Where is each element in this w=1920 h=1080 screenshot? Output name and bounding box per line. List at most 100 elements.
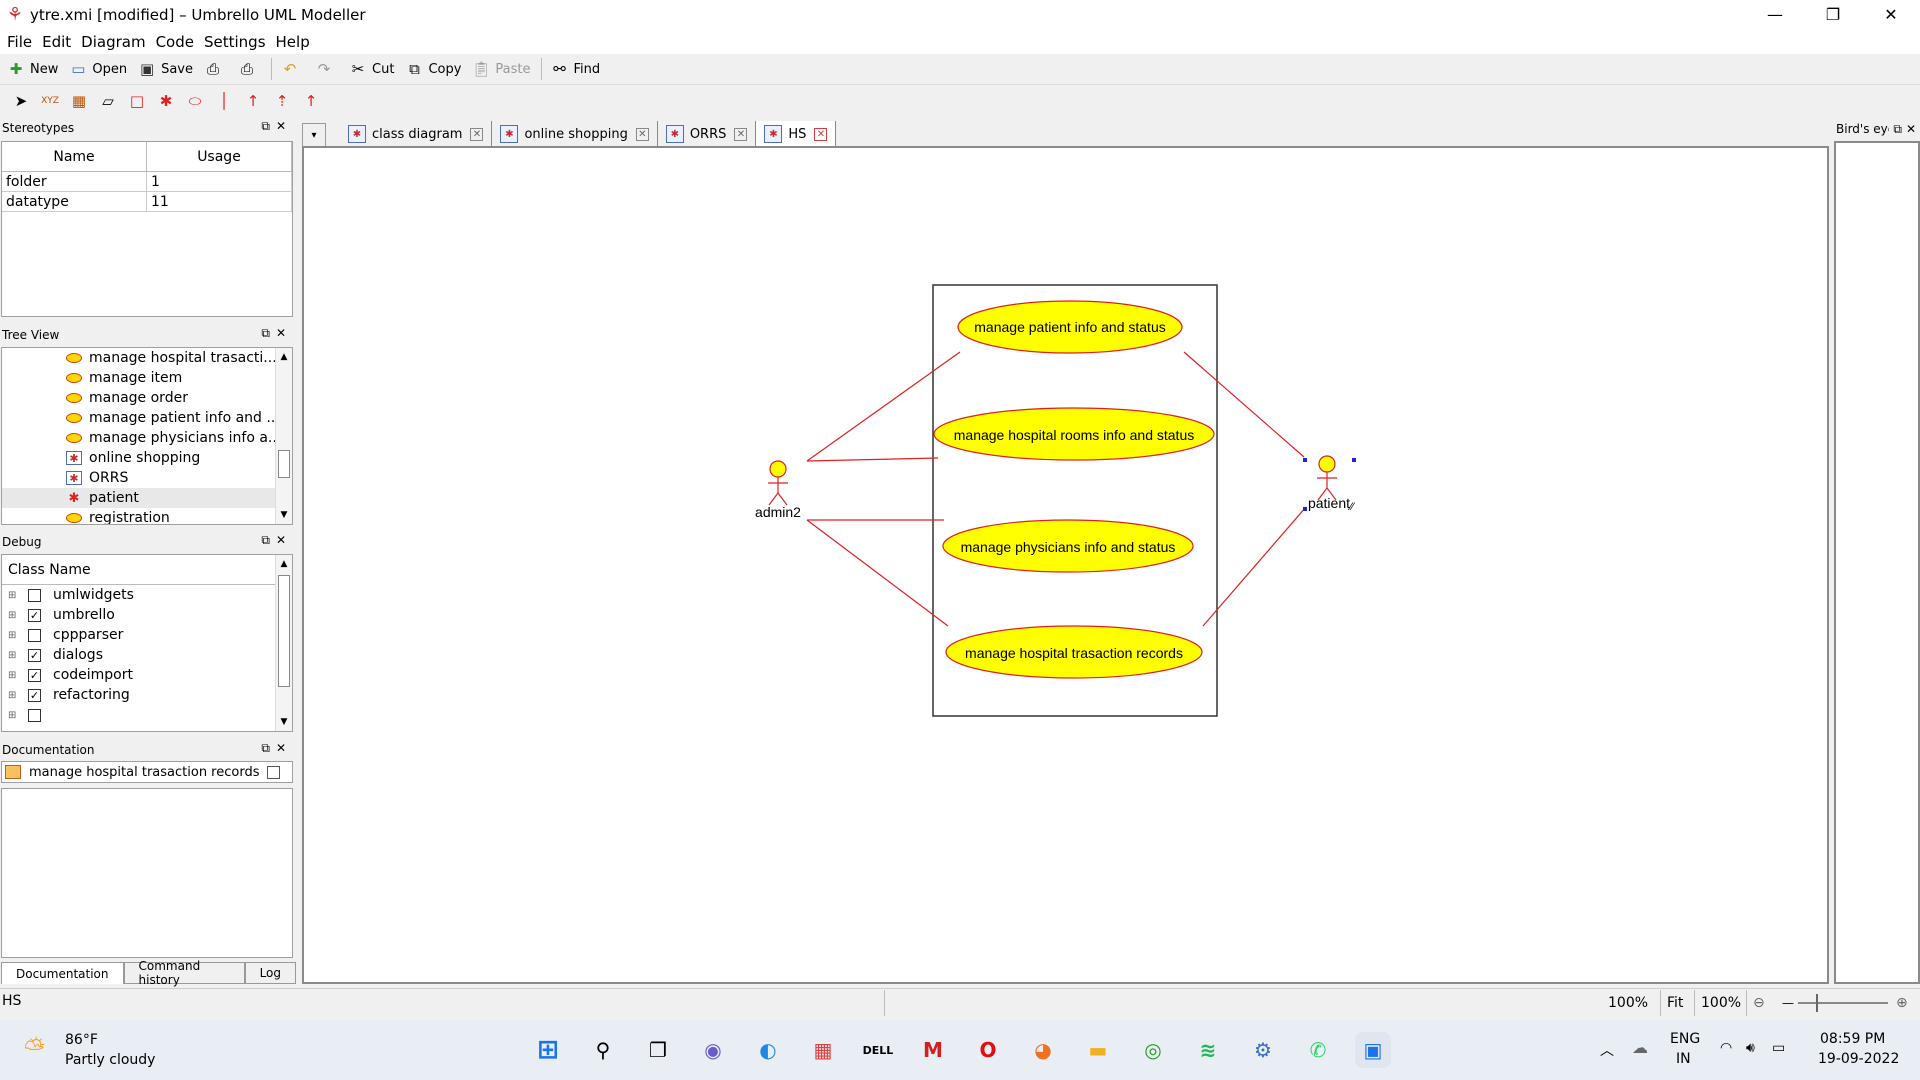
scroll-thumb[interactable] [278,450,290,478]
association-line[interactable] [1183,351,1305,458]
copy-button[interactable]: ⧉Copy [404,59,461,79]
open-button[interactable]: ▭Open [68,59,127,79]
tree-item[interactable]: manage physicians info a... [2,428,292,448]
zoom-out-icon[interactable]: ⊖ [1746,990,1780,1016]
checkbox[interactable] [28,588,41,602]
settings-gear-icon[interactable]: ⚙ [1254,1038,1272,1062]
close-tab-icon[interactable]: ✕ [470,127,484,141]
actor-admin2[interactable]: admin2 [755,460,801,520]
usecase-manage-physicians-info[interactable]: manage physicians info and status [942,519,1194,573]
language-code[interactable]: ENG [1670,1031,1701,1047]
tab-class-diagram[interactable]: ✱class diagram✕ [340,121,493,147]
checkbox[interactable]: ✓ [28,608,41,622]
file-explorer-icon[interactable]: ▬ [1088,1038,1108,1062]
tab-hs[interactable]: ✱HS✕ [756,121,837,147]
battery-icon[interactable]: ▭ [1772,1040,1786,1056]
close-window-button[interactable]: ✕ [1884,5,1898,24]
note-icon[interactable]: ▱ [102,92,114,110]
system-boundary[interactable] [932,284,1218,717]
undo-button[interactable]: ↶ [280,59,304,79]
panel-float-close-icons[interactable]: ⧉✕ [261,741,292,755]
panel-float-close-icons[interactable]: ⧉✕ [1893,121,1920,136]
list-item[interactable]: ⊞umlwidgets [8,587,134,603]
close-tab-icon[interactable]: ✕ [734,127,748,141]
microsoft-store-icon[interactable]: ▦ [813,1038,833,1062]
association-line[interactable] [806,519,949,627]
selection-handle[interactable] [1352,458,1356,462]
association-line[interactable] [1202,506,1307,627]
tree-item[interactable]: ✱online shopping [2,448,292,468]
new-tab-icon[interactable]: ▾ [302,123,326,147]
tab-log[interactable]: Log [244,962,296,984]
weather-temp[interactable]: 86°F [65,1032,98,1048]
select-arrow-icon[interactable]: ➤ [14,92,28,110]
tree-item[interactable]: registration [2,508,292,524]
actor-tool-icon[interactable]: ✱ [159,92,173,110]
clock-time[interactable]: 08:59 PM [1820,1031,1886,1047]
column-header-class-name[interactable]: Class Name [2,555,292,585]
volume-icon[interactable]: 🔊︎ [1746,1040,1755,1056]
selection-handle[interactable] [1303,507,1307,511]
generalization-tool-icon[interactable]: ↑ [246,92,260,110]
checkbox[interactable]: ✓ [28,648,41,662]
scroll-down-icon[interactable]: ▼ [280,717,288,727]
close-tab-icon[interactable]: ✕ [814,127,828,141]
umbrello-taskbar-icon[interactable]: ▣ [1355,1032,1391,1068]
association-line[interactable] [806,457,939,462]
whatsapp-icon[interactable]: ✆ [1309,1038,1327,1062]
new-button[interactable]: ✚New [6,59,59,79]
find-button[interactable]: ⚯Find [550,59,600,79]
scroll-up-icon[interactable]: ▲ [280,352,288,362]
weather-desc[interactable]: Partly cloudy [65,1052,156,1068]
usecase-manage-hospital-transaction[interactable]: manage hospital trasaction records [945,625,1203,679]
dell-icon[interactable]: DELL [862,1043,894,1057]
usecase-tool-icon[interactable]: ⬭ [188,92,202,110]
edge-browser-icon[interactable]: ◐ [759,1038,777,1062]
firefox-icon[interactable]: ◕ [1034,1038,1052,1062]
box-icon[interactable]: ▦ [71,92,87,110]
windows-start-icon[interactable]: ⊞ [537,1035,559,1065]
checkbox[interactable]: ✓ [28,688,41,702]
paste-button[interactable]: 📋︎Paste [471,59,531,79]
tree-item[interactable]: manage patient info and ... [2,408,292,428]
table-row[interactable]: folder 1 [2,172,292,192]
close-tab-icon[interactable]: ✕ [635,127,649,141]
onedrive-cloud-icon[interactable]: ☁ [1632,1038,1648,1057]
column-header-usage[interactable]: Usage [147,142,292,171]
tree-item[interactable]: manage order [2,388,292,408]
teams-chat-icon[interactable]: ◉ [704,1038,722,1062]
directed-association-icon[interactable]: ↑ [304,92,318,110]
documentation-text-area[interactable] [1,788,293,958]
column-header-name[interactable]: Name [2,142,147,171]
tab-command-history[interactable]: Command history [123,959,245,987]
task-view-icon[interactable]: ❐ [649,1038,667,1062]
chevron-up-icon[interactable]: ︿ [1600,1043,1614,1059]
language-region[interactable]: IN [1676,1051,1691,1067]
association-tool-icon[interactable]: │ [219,92,229,110]
panel-float-close-icons[interactable]: ⧉✕ [261,326,292,340]
panel-float-close-icons[interactable]: ⧉✕ [261,119,292,133]
list-item[interactable]: ⊞✓umbrello [8,607,115,623]
birdseye-view[interactable] [1834,141,1920,984]
weather-icon[interactable]: ⛅︎ [24,1034,45,1064]
tree-item[interactable]: manage hospital trasacti... [2,348,292,368]
actor-patient[interactable]: patient ⁄⁄ [1303,455,1356,513]
list-item[interactable]: ⊞cppparser [8,627,124,643]
list-item[interactable]: ⊞✓refactoring [8,687,130,703]
tab-orrs[interactable]: ✱ORRS✕ [658,121,757,147]
print-preview-button[interactable]: ⎙ [237,59,261,79]
tree-item[interactable]: ✱patient [2,488,292,508]
spotify-icon[interactable]: ≋ [1199,1038,1217,1062]
list-item[interactable]: ⊞ [2,705,292,725]
scroll-down-icon[interactable]: ▼ [280,510,288,520]
text-xyz-icon[interactable]: XYZ [41,96,59,106]
dependency-tool-icon[interactable]: ⇡ [275,92,289,110]
cut-button[interactable]: ✂Cut [348,59,395,79]
zoom-100-button[interactable]: 100% [1694,990,1741,1016]
scroll-thumb[interactable] [278,575,290,687]
checkbox[interactable] [28,628,41,642]
minimize-button[interactable]: — [1767,5,1783,24]
scroll-up-icon[interactable]: ▲ [280,559,288,569]
menu-file[interactable]: File [7,32,33,51]
diagram-canvas[interactable]: manage patient info and status manage ho… [302,146,1829,984]
